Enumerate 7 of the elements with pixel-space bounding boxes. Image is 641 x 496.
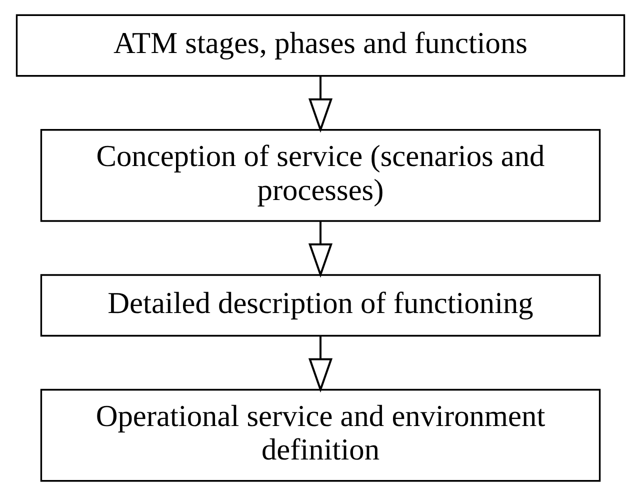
node-box: ATM stages, phases and functions — [16, 14, 626, 77]
node-box: Detailed description of functioning — [40, 274, 601, 337]
arrow — [308, 76, 333, 133]
arrow — [308, 221, 333, 278]
arrow — [308, 336, 333, 393]
node-box: Conception of service (scenarios and processes) — [40, 129, 601, 222]
node-box: Operational service and environment definition — [40, 388, 601, 482]
